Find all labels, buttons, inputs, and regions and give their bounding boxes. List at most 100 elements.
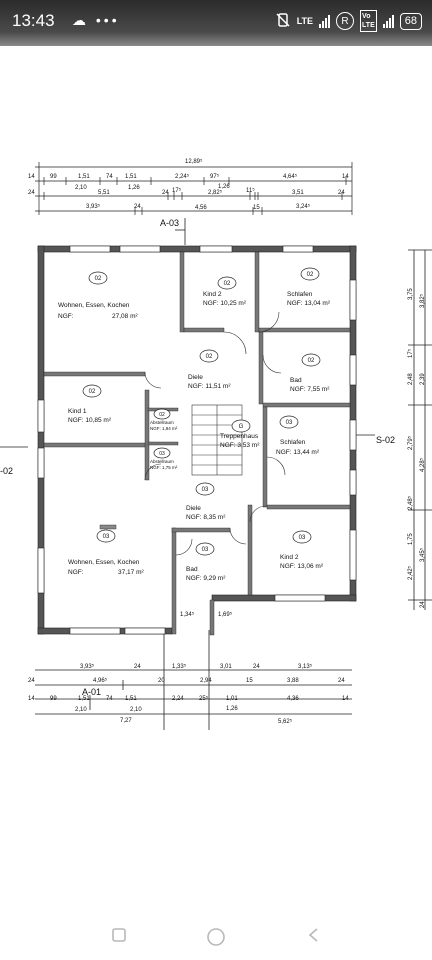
svg-text:1,26: 1,26 — [128, 185, 140, 191]
svg-text:3,82⁵: 3,82⁵ — [419, 293, 426, 308]
svg-text:1,51: 1,51 — [78, 174, 90, 180]
network-type: LTE — [296, 15, 314, 26]
vibrate-icon — [275, 12, 291, 31]
svg-text:99: 99 — [50, 174, 57, 180]
svg-text:Diele: Diele — [186, 505, 201, 512]
svg-text:Treppenhaus: Treppenhaus — [220, 433, 259, 440]
recents-icon[interactable] — [110, 926, 128, 949]
svg-text:24: 24 — [28, 678, 35, 684]
svg-text:Kind 1: Kind 1 — [68, 408, 87, 415]
svg-text:Schlafen: Schlafen — [287, 291, 313, 298]
svg-text:3,75: 3,75 — [408, 288, 414, 300]
svg-text:02: 02 — [224, 281, 231, 287]
svg-text:S-02: S-02 — [376, 435, 395, 445]
svg-text:20: 20 — [158, 678, 165, 684]
svg-text:5,51: 5,51 — [98, 190, 110, 196]
svg-text:Diele: Diele — [188, 374, 203, 381]
svg-text:17⁵: 17⁵ — [407, 348, 414, 358]
svg-text:37,17 m²: 37,17 m² — [118, 569, 144, 576]
svg-text:NGF: 13,44 m²: NGF: 13,44 m² — [276, 449, 320, 456]
svg-text:2,94: 2,94 — [200, 678, 212, 684]
svg-text:2,42⁵: 2,42⁵ — [407, 565, 414, 580]
svg-text:NGF: 7,55 m²: NGF: 7,55 m² — [290, 386, 330, 393]
svg-text:02: 02 — [159, 412, 165, 418]
home-icon[interactable] — [205, 926, 227, 953]
svg-text:NGF: 11,51 m²: NGF: 11,51 m² — [188, 383, 231, 390]
svg-text:2,39: 2,39 — [420, 373, 426, 385]
svg-text:4,96⁵: 4,96⁵ — [93, 677, 108, 684]
svg-text:03: 03 — [202, 547, 209, 553]
svg-text:NGF: 8,35 m²: NGF: 8,35 m² — [186, 514, 226, 521]
svg-text:03: 03 — [103, 534, 110, 540]
svg-text:A-03: A-03 — [160, 218, 179, 228]
svg-text:Abstellraum: Abstellraum — [150, 459, 174, 464]
svg-text:2,10: 2,10 — [75, 707, 87, 713]
dim-overall: 12,89⁵ — [185, 158, 203, 165]
svg-text:24: 24 — [420, 601, 426, 608]
svg-text:NGF: 3,53 m²: NGF: 3,53 m² — [220, 442, 260, 449]
svg-text:97⁵: 97⁵ — [210, 173, 220, 180]
svg-text:NGF: 13,06 m²: NGF: 13,06 m² — [280, 563, 324, 570]
svg-text:03: 03 — [299, 535, 306, 541]
svg-text:NGF:: NGF: — [68, 569, 84, 576]
back-icon[interactable] — [305, 926, 323, 949]
svg-text:1,33⁵: 1,33⁵ — [172, 663, 187, 670]
svg-text:NGF: 10,85 m²: NGF: 10,85 m² — [68, 417, 112, 424]
svg-text:A-01: A-01 — [82, 687, 101, 697]
svg-text:Schlafen: Schlafen — [280, 439, 306, 446]
svg-text:03: 03 — [286, 420, 293, 426]
svg-text:1,26: 1,26 — [218, 184, 230, 190]
notification-icons: ☁ ••• — [72, 12, 120, 29]
svg-text:1,51: 1,51 — [125, 174, 137, 180]
svg-text:14: 14 — [342, 696, 349, 702]
floor-plan-image[interactable]: 02 02 02 02 02 02 02 G 03 03 03 03 03 03… — [0, 150, 432, 730]
svg-text:2,10: 2,10 — [75, 185, 87, 191]
svg-text:G: G — [239, 424, 244, 430]
svg-text:2,82⁵: 2,82⁵ — [208, 189, 223, 196]
svg-text:4,56: 4,56 — [195, 205, 207, 211]
svg-text:-02: -02 — [0, 466, 13, 476]
svg-text:14: 14 — [28, 174, 35, 180]
svg-text:Bad: Bad — [290, 377, 302, 384]
svg-text:NGF: 13,04 m²: NGF: 13,04 m² — [287, 300, 331, 307]
svg-text:24: 24 — [28, 190, 35, 196]
svg-text:NGF: 1,75 m²: NGF: 1,75 m² — [150, 465, 178, 470]
svg-text:NGF: 1,94 m²: NGF: 1,94 m² — [150, 426, 178, 431]
svg-text:2,48: 2,48 — [408, 373, 414, 385]
svg-text:3,24⁵: 3,24⁵ — [296, 203, 311, 210]
svg-text:15: 15 — [246, 678, 253, 684]
svg-text:17⁵: 17⁵ — [172, 187, 182, 194]
svg-text:Abstellraum: Abstellraum — [150, 420, 174, 425]
svg-text:4,28⁵: 4,28⁵ — [419, 457, 426, 472]
floor-plan-svg: 02 02 02 02 02 02 02 G 03 03 03 03 03 03… — [0, 158, 432, 730]
svg-text:2,79⁵: 2,79⁵ — [407, 435, 414, 450]
svg-text:02: 02 — [89, 389, 96, 395]
clock: 13:43 — [12, 11, 55, 30]
signal-icon-2 — [382, 14, 394, 28]
svg-text:NGF: 9,29 m²: NGF: 9,29 m² — [186, 575, 226, 582]
svg-text:3,93⁵: 3,93⁵ — [80, 663, 95, 670]
room-name: Wohnen, Essen, Kochen — [58, 302, 130, 309]
registered-icon: R — [336, 12, 355, 30]
svg-text:1,26: 1,26 — [226, 706, 238, 712]
svg-text:3,13⁵: 3,13⁵ — [298, 663, 313, 670]
svg-text:3,01: 3,01 — [220, 664, 232, 670]
svg-text:1,51: 1,51 — [78, 696, 90, 702]
svg-text:14: 14 — [342, 174, 349, 180]
svg-text:03: 03 — [159, 451, 165, 457]
svg-text:24: 24 — [338, 190, 345, 196]
svg-text:24: 24 — [134, 664, 141, 670]
svg-text:Wohnen, Essen, Kochen: Wohnen, Essen, Kochen — [68, 559, 140, 566]
svg-text:4,64⁵: 4,64⁵ — [283, 173, 298, 180]
svg-text:74: 74 — [106, 696, 113, 702]
svg-text:02: 02 — [307, 272, 314, 278]
svg-text:5,62⁵: 5,62⁵ — [278, 718, 293, 725]
svg-text:99: 99 — [50, 696, 57, 702]
svg-text:NGF:: NGF: — [58, 313, 74, 320]
svg-text:Bad: Bad — [186, 566, 198, 573]
svg-text:03: 03 — [202, 487, 209, 493]
svg-text:2,24⁵: 2,24⁵ — [175, 173, 190, 180]
svg-text:24: 24 — [162, 190, 169, 196]
svg-text:14: 14 — [28, 696, 35, 702]
